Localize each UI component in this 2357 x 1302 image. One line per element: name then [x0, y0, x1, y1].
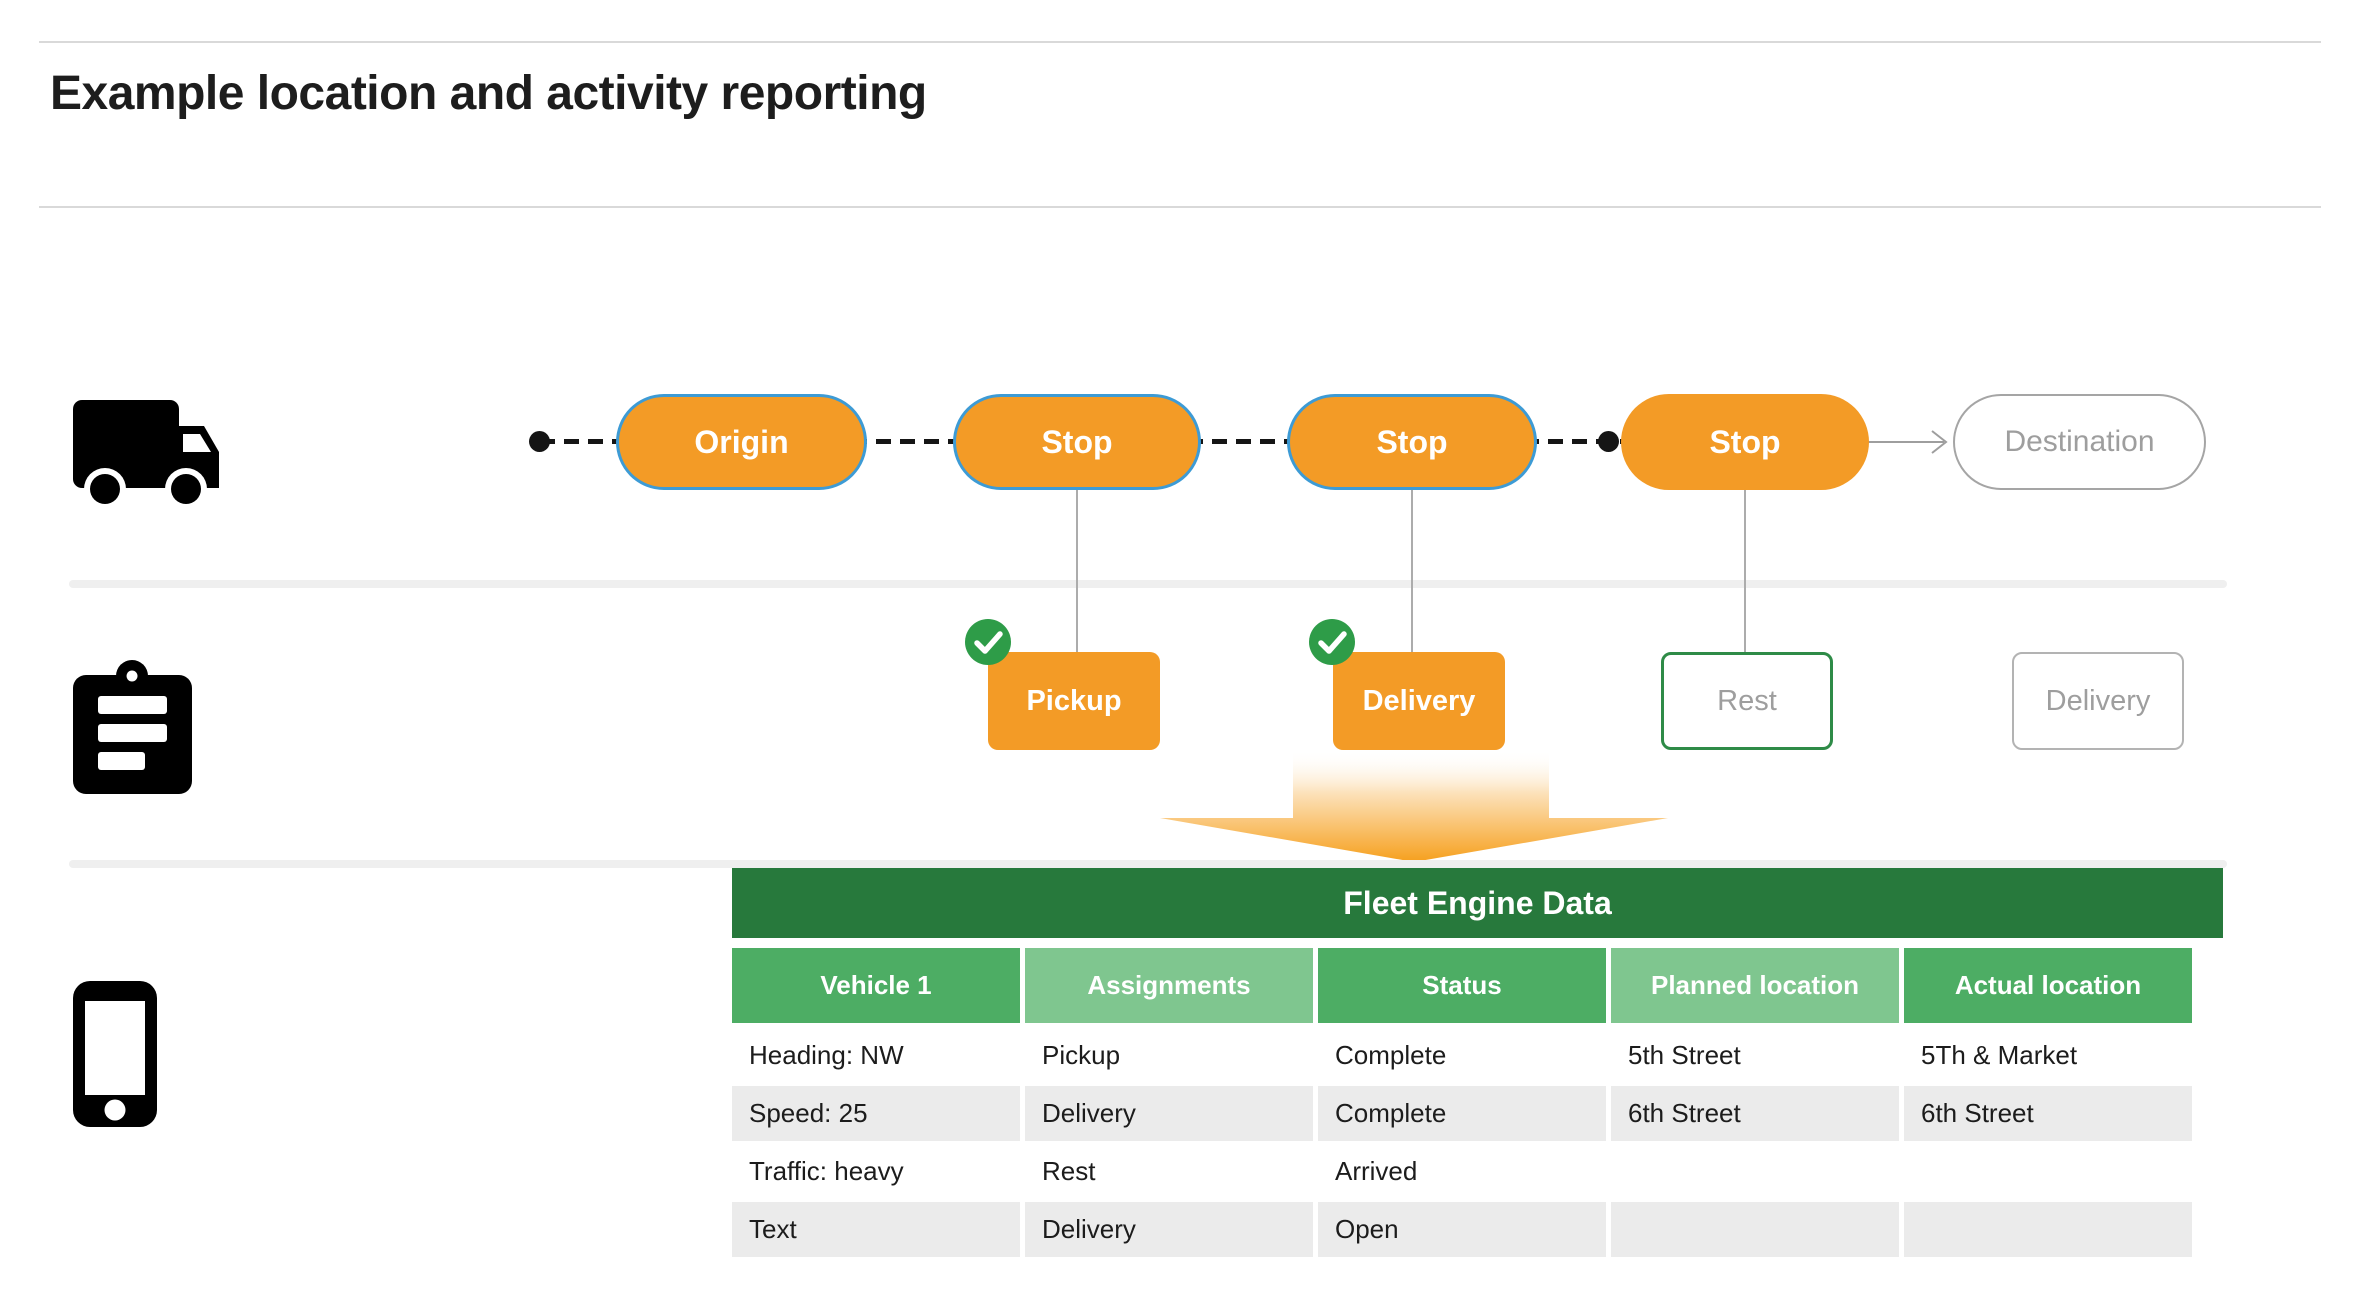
phone-icon	[73, 981, 157, 1127]
activity-delivery-future: Delivery	[2012, 652, 2184, 750]
table-cell: Complete	[1318, 1086, 1606, 1141]
column-header-vehicle: Vehicle 1	[732, 948, 1020, 1023]
route-node-origin: Origin	[616, 394, 867, 490]
table-cell	[1904, 1202, 2192, 1257]
route-node-label: Stop	[1376, 423, 1448, 460]
table-cell: Pickup	[1042, 1040, 1121, 1070]
top-divider	[39, 41, 2321, 43]
table-cell: Traffic: heavy	[749, 1156, 904, 1186]
arrow-to-destination-icon	[1864, 430, 1948, 454]
activity-pickup: Pickup	[988, 652, 1160, 750]
table-row: Heading: NW Pickup Complete 5th Street 5…	[732, 1028, 2192, 1083]
activity-delivery: Delivery	[1333, 652, 1505, 750]
connector-line	[1411, 490, 1413, 653]
table-cell: Arrived	[1335, 1156, 1418, 1186]
column-header-planned-location: Planned location	[1611, 948, 1899, 1023]
column-header-actual-location: Actual location	[1904, 948, 2192, 1023]
route-node-label: Stop	[1709, 423, 1781, 460]
table-cell: Delivery	[1025, 1202, 1313, 1257]
table-cell: 5th Street	[1628, 1040, 1741, 1070]
table-cell: 6th Street	[1611, 1086, 1899, 1141]
route-mid-dot	[1598, 431, 1619, 452]
page-title: Example location and activity reporting	[50, 67, 927, 120]
route-node-label: Origin	[694, 423, 789, 460]
table-cell: Heading: NW	[749, 1040, 904, 1070]
table-cell: Rest	[1042, 1156, 1096, 1186]
check-circle-icon	[965, 619, 1011, 665]
table-row: Speed: 25 Delivery Complete 6th Street 6…	[732, 1086, 2192, 1141]
check-circle-icon	[1309, 619, 1355, 665]
table-cell: Text	[732, 1202, 1020, 1257]
table-cell: Speed: 25	[732, 1086, 1020, 1141]
route-node-stop-3: Stop	[1621, 394, 1869, 490]
section-divider-band	[69, 580, 2227, 588]
table-cell	[1904, 1144, 2192, 1199]
table-row: Traffic: heavy Rest Arrived	[732, 1144, 2192, 1199]
route-start-dot	[529, 431, 550, 452]
connector-line	[1744, 490, 1746, 653]
table-cell	[1611, 1144, 1899, 1199]
table-title: Fleet Engine Data	[732, 868, 2223, 938]
table-row: Text Delivery Open	[732, 1202, 2192, 1257]
down-arrow-icon	[1160, 750, 1668, 862]
section-divider-band	[69, 860, 2227, 868]
connector-line	[1076, 490, 1078, 653]
table-cell: Open	[1318, 1202, 1606, 1257]
activity-label: Rest	[1717, 684, 1777, 717]
route-node-destination: Destination	[1953, 394, 2206, 490]
table-cell: Complete	[1335, 1040, 1447, 1070]
table-cell: 5Th & Market	[1921, 1040, 2078, 1070]
table-cell: Delivery	[1025, 1086, 1313, 1141]
table-cell: 6th Street	[1904, 1086, 2192, 1141]
activity-label: Delivery	[2045, 684, 2151, 717]
activity-rest: Rest	[1661, 652, 1833, 750]
activity-label: Pickup	[1026, 684, 1122, 717]
activity-label: Delivery	[1362, 684, 1476, 717]
route-node-label: Destination	[2004, 425, 2155, 458]
route-node-label: Stop	[1041, 423, 1113, 460]
table-body: Heading: NW Pickup Complete 5th Street 5…	[732, 1028, 2192, 1260]
table-column-headers: Vehicle 1 Assignments Status Planned loc…	[732, 948, 2192, 1023]
clipboard-icon	[73, 660, 192, 794]
title-divider	[39, 206, 2321, 208]
route-node-stop-1: Stop	[953, 394, 1201, 490]
table-cell	[1611, 1202, 1899, 1257]
column-header-assignments: Assignments	[1025, 948, 1313, 1023]
route-node-stop-2: Stop	[1287, 394, 1537, 490]
column-header-status: Status	[1318, 948, 1606, 1023]
truck-icon	[73, 400, 219, 510]
